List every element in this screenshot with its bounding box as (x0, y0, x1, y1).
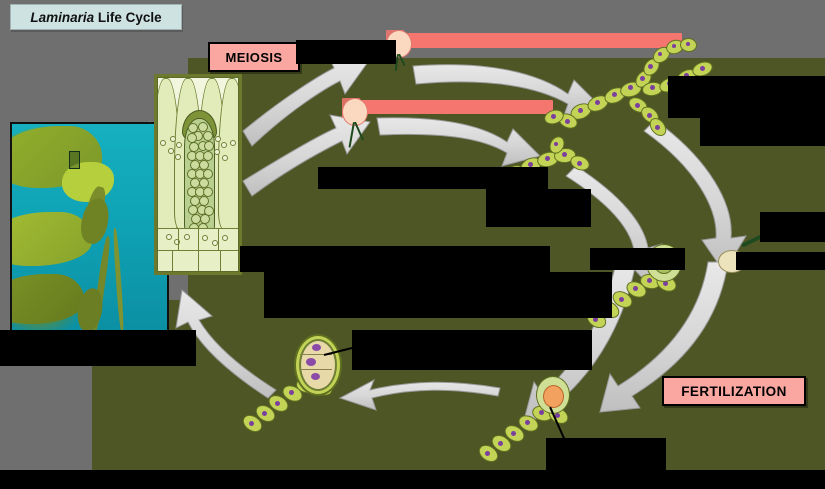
kelp-stipe-thin (112, 227, 125, 332)
highlight-bar-lower (348, 100, 553, 114)
redaction-egg-label (736, 252, 825, 270)
redaction-right-lower (546, 438, 666, 472)
redaction-center-left (240, 246, 550, 272)
fertilization-label: FERTILIZATION (662, 376, 806, 406)
highlight-bar-upper (392, 33, 682, 48)
redaction-center-top (318, 167, 548, 189)
kelp-blade-lower (12, 274, 84, 324)
redaction-bottom-strip (0, 470, 825, 489)
redaction-mid-band (264, 272, 612, 318)
kelp-sporophyte-photograph (10, 122, 169, 334)
redaction-left-lower (0, 330, 196, 366)
meiosis-label: MEIOSIS (208, 42, 300, 72)
redaction-embryo-label (352, 330, 592, 370)
zygote (543, 385, 564, 408)
kelp-blade-mid (12, 212, 92, 266)
sporangium-cross-section (157, 77, 239, 272)
page-title: Laminaria Life Cycle (10, 4, 182, 30)
redaction-gameto-label (590, 248, 685, 270)
paraphysis-4 (218, 78, 238, 230)
redaction-spore-upper-2 (700, 118, 825, 146)
title-rest: Life Cycle (94, 9, 162, 25)
redaction-meiosis-right (296, 40, 396, 64)
redaction-spore-upper (668, 76, 825, 118)
genus-name: Laminaria (30, 9, 95, 25)
redaction-far-right (760, 212, 825, 242)
redaction-center-right (486, 189, 591, 227)
sporangium-location-marker (69, 151, 80, 169)
sporangium-body (184, 118, 215, 245)
page-title-text: Laminaria Life Cycle (30, 10, 161, 25)
